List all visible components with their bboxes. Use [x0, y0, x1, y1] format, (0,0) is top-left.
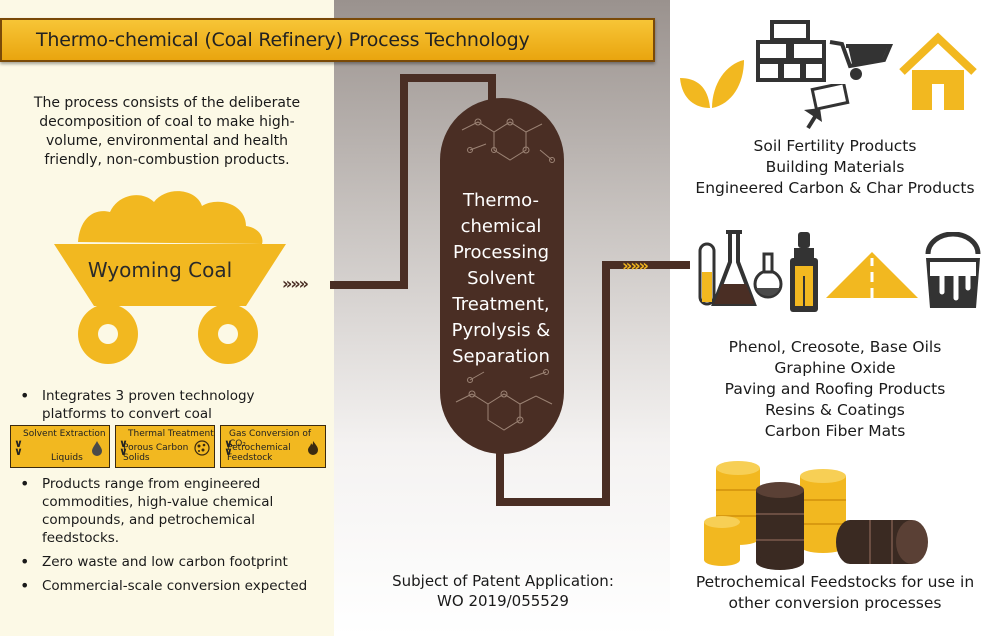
technology-boxes: Solvent Extraction ∨∨ Liquids Thermal Tr…	[10, 425, 326, 468]
trowel-brick-icon	[804, 84, 850, 130]
bullet-list-top: Integrates 3 proven technology platforms…	[20, 387, 310, 429]
intro-text: The process consists of the deliberate d…	[33, 95, 301, 168]
dropper-bottle-icon	[790, 232, 818, 312]
bullet-list-bottom: Products range from engineered commoditi…	[20, 475, 310, 601]
product-group-feedstocks: Petrochemical Feedstocks for use in othe…	[695, 573, 975, 612]
porous-disc-icon	[194, 440, 210, 456]
product-group-chemicals: Phenol, Creosote, Base Oils Graphine Oxi…	[724, 338, 946, 440]
chevron-down-icon: ∨∨	[14, 437, 23, 458]
title-banner: Thermo-chemical (Coal Refinery) Process …	[0, 18, 655, 62]
lab-flasks-icon	[698, 230, 783, 306]
barrel-brown-lying	[836, 520, 928, 564]
coal-label: Wyoming Coal	[87, 258, 233, 282]
molecule-bottom-icon	[455, 369, 553, 431]
wheelbarrow-icon	[829, 40, 894, 80]
bullet-item: Products range from engineered commoditi…	[20, 475, 310, 547]
reactor-vessel	[440, 98, 564, 454]
tech-box-gas: Gas Conversion of CO₂ ∨∨ Petrochemical F…	[220, 425, 326, 468]
flame-icon	[308, 441, 318, 455]
bricks-icon	[756, 20, 826, 82]
patent-note: Subject of Patent Application: WO 2019/0…	[392, 572, 614, 610]
paint-bucket-icon	[925, 232, 981, 308]
bullet-item: Zero waste and low carbon footprint	[20, 553, 310, 571]
bullet-item: Integrates 3 proven technology platforms…	[20, 387, 310, 423]
outlet-pipe	[496, 261, 690, 506]
page-title: Thermo-chemical (Coal Refinery) Process …	[36, 29, 530, 51]
product-group-soil: Soil Fertility Products Building Materia…	[695, 137, 975, 197]
coal-cart-icon	[54, 191, 286, 364]
molecule-top-icon	[461, 118, 555, 163]
arrows-left: »»»	[282, 274, 309, 293]
tech-box-thermal: Thermal Treatment ∨∨ Porous Carbon Solid…	[115, 425, 215, 468]
vessel-label: Thermo- chemical Processing Solvent Trea…	[451, 190, 551, 367]
barrel-brown-standing	[756, 482, 804, 570]
house-icon	[899, 32, 977, 110]
arrows-right: »»»	[622, 256, 649, 275]
droplet-icon	[92, 441, 102, 456]
bullet-item: Commercial-scale conversion expected	[20, 577, 310, 595]
barrels-icon	[704, 461, 928, 570]
chevron-down-icon: ∨∨	[119, 437, 128, 458]
tech-box-solvent: Solvent Extraction ∨∨ Liquids	[10, 425, 110, 468]
road-icon	[826, 252, 918, 298]
leaf-icon	[680, 60, 744, 108]
barrel-yellow-3	[704, 516, 740, 566]
inlet-pipe	[330, 74, 496, 289]
chevron-down-icon: ∨∨	[224, 437, 233, 458]
